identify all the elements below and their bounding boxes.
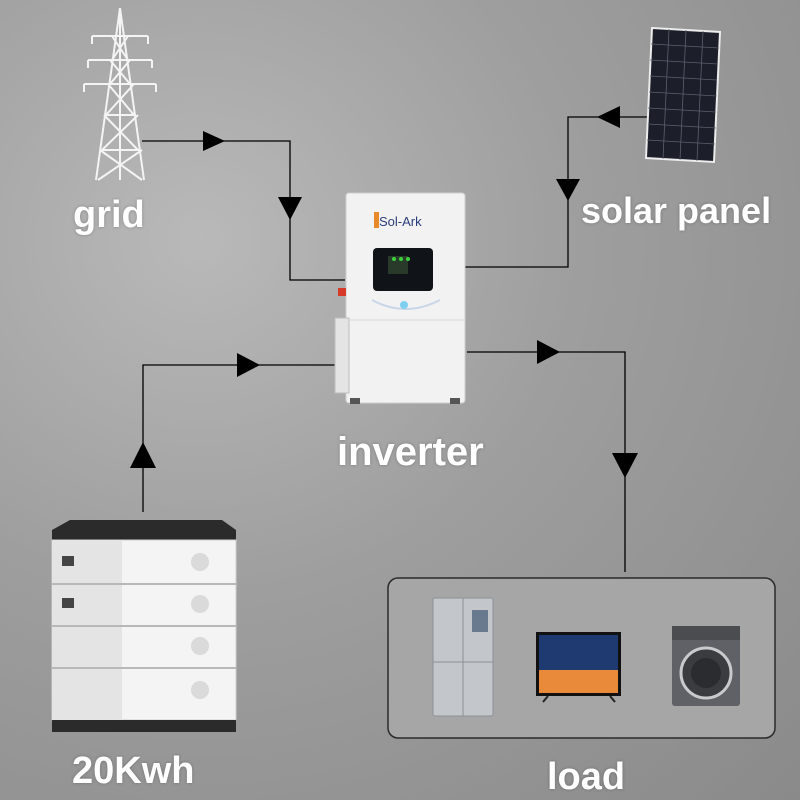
battery-to-inverter-line [142, 364, 335, 512]
solar-panel-icon [644, 26, 722, 164]
load-label: load [547, 756, 626, 798]
inverter-label: inverter [337, 430, 484, 474]
arrow-left-solar [597, 106, 620, 128]
television-icon [536, 632, 621, 703]
battery-capacity-label: 20Kwh [72, 750, 195, 792]
inverter-to-load-line [467, 351, 626, 572]
arrow-down-grid [278, 197, 302, 220]
refrigerator-icon [432, 597, 494, 717]
solar-panel-label: solar panel [581, 190, 772, 231]
inverter-icon [334, 192, 466, 404]
inverter-brand-text: Sol-Ark [379, 214, 422, 229]
arrowheads [130, 106, 638, 478]
arrow-right-battery [237, 353, 260, 377]
arrow-up-battery [130, 442, 156, 468]
grid-to-inverter-line [142, 140, 345, 281]
washing-machine-icon [672, 626, 740, 706]
arrow-right-load [537, 340, 560, 364]
grid-label: grid [73, 194, 145, 236]
arrow-down-solar [556, 179, 580, 201]
arrow-right-grid [203, 131, 225, 151]
transmission-tower-icon [83, 7, 157, 181]
battery-stack-icon [51, 520, 237, 732]
arrow-down-load [612, 453, 638, 478]
